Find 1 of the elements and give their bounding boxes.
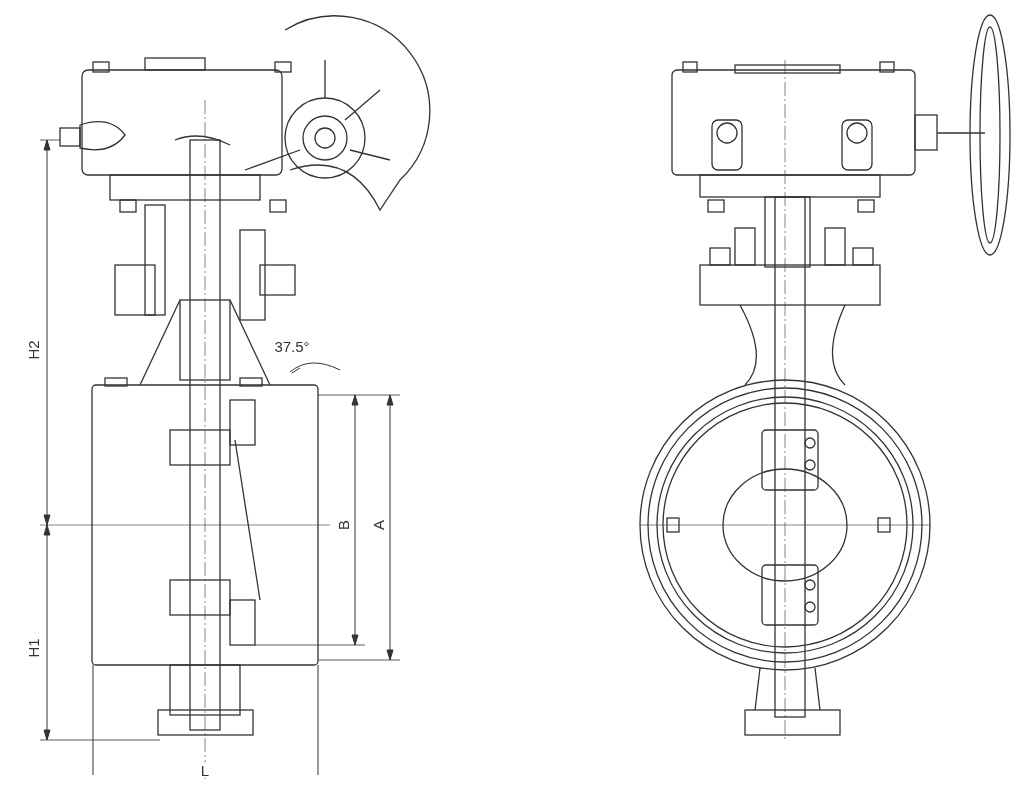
dimension-label: L <box>199 762 211 778</box>
